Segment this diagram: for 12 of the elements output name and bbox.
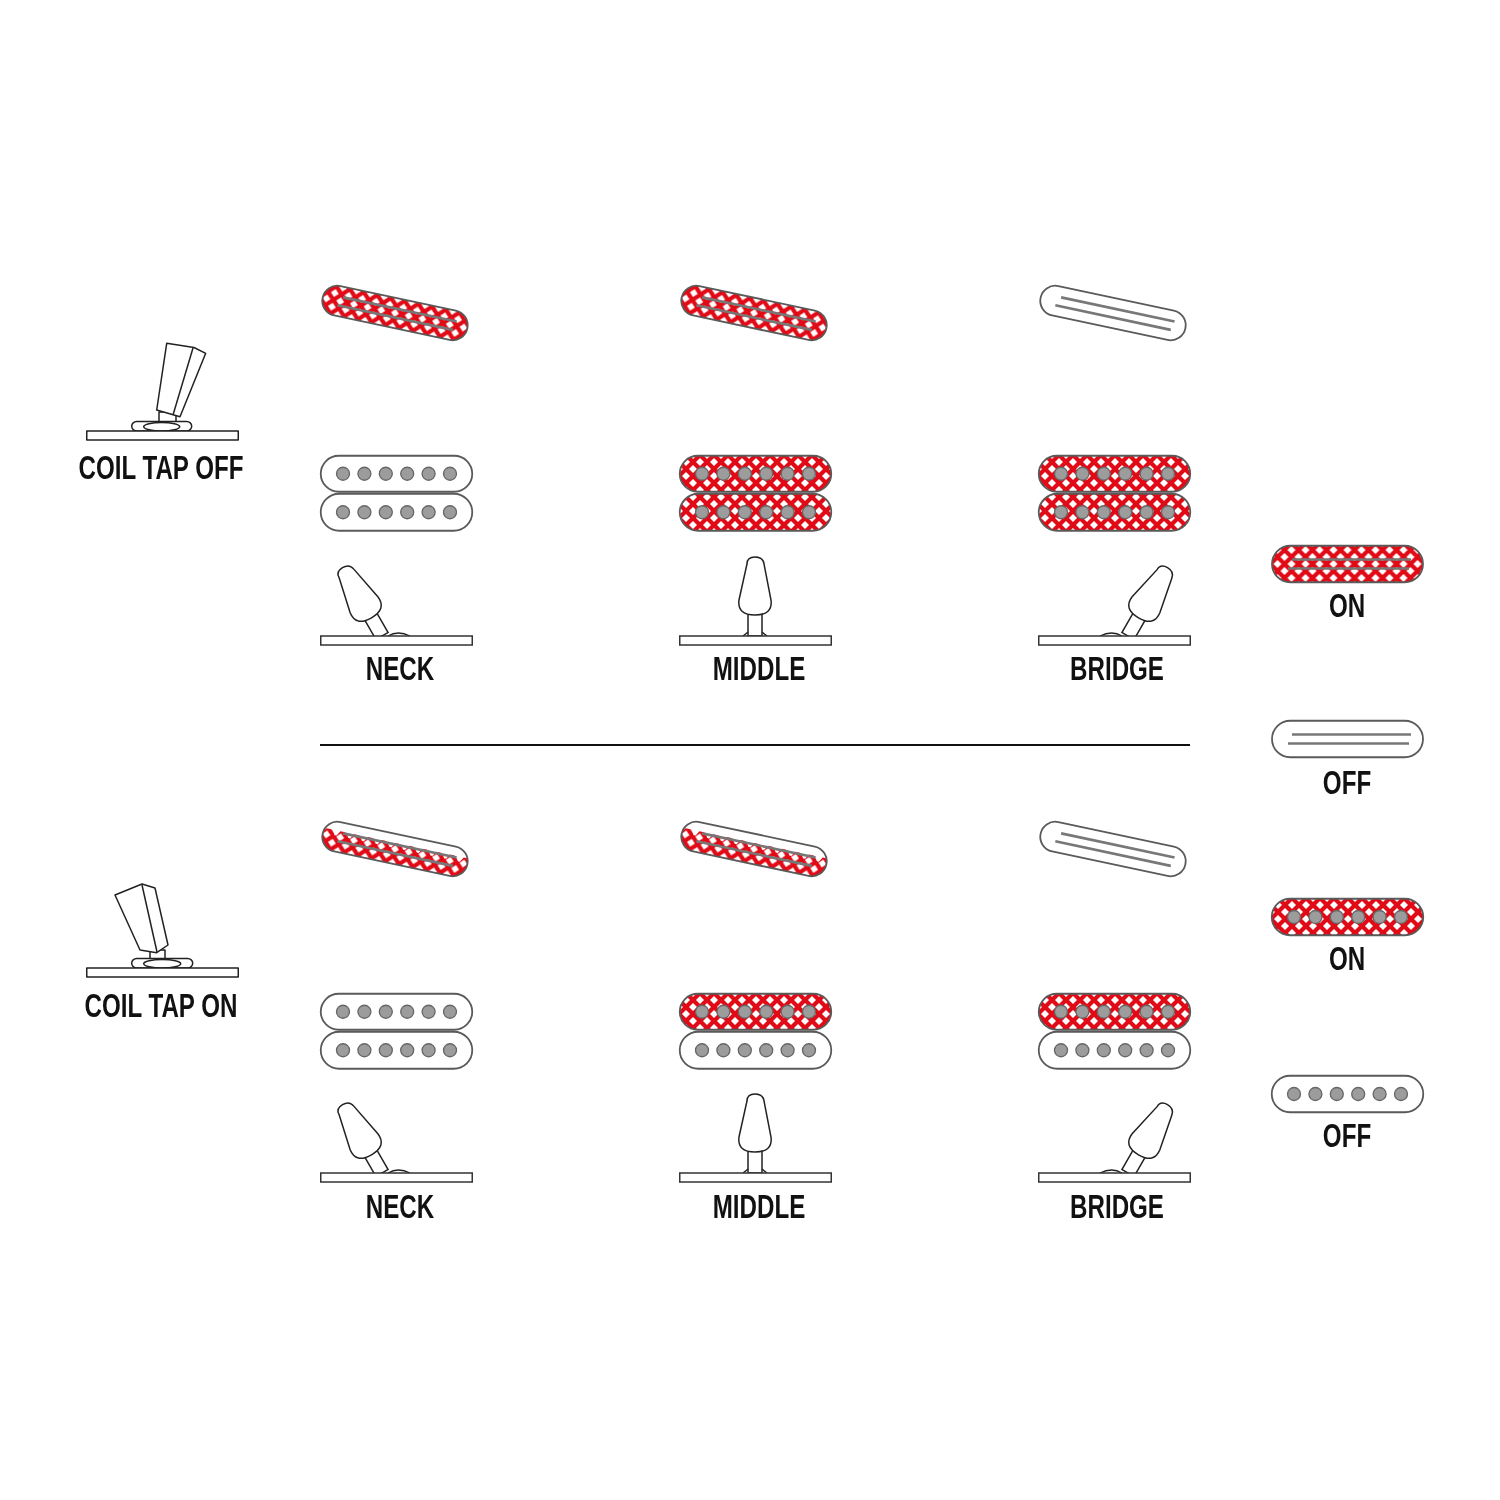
column-label: MIDDLE xyxy=(712,1189,806,1224)
legend-text: ON xyxy=(1328,588,1366,623)
row-label: COIL TAP OFF xyxy=(78,450,244,485)
column-label: NECK xyxy=(365,651,435,686)
legend-text: OFF xyxy=(1322,765,1372,800)
column-label: MIDDLE xyxy=(712,651,806,686)
column-label: BRIDGE xyxy=(1070,651,1164,686)
legend-text: OFF xyxy=(1322,1118,1372,1153)
legend-text: ON xyxy=(1328,941,1366,976)
column-label: NECK xyxy=(365,1189,435,1224)
row-label: COIL TAP ON xyxy=(84,988,238,1023)
column-label: BRIDGE xyxy=(1070,1189,1164,1224)
